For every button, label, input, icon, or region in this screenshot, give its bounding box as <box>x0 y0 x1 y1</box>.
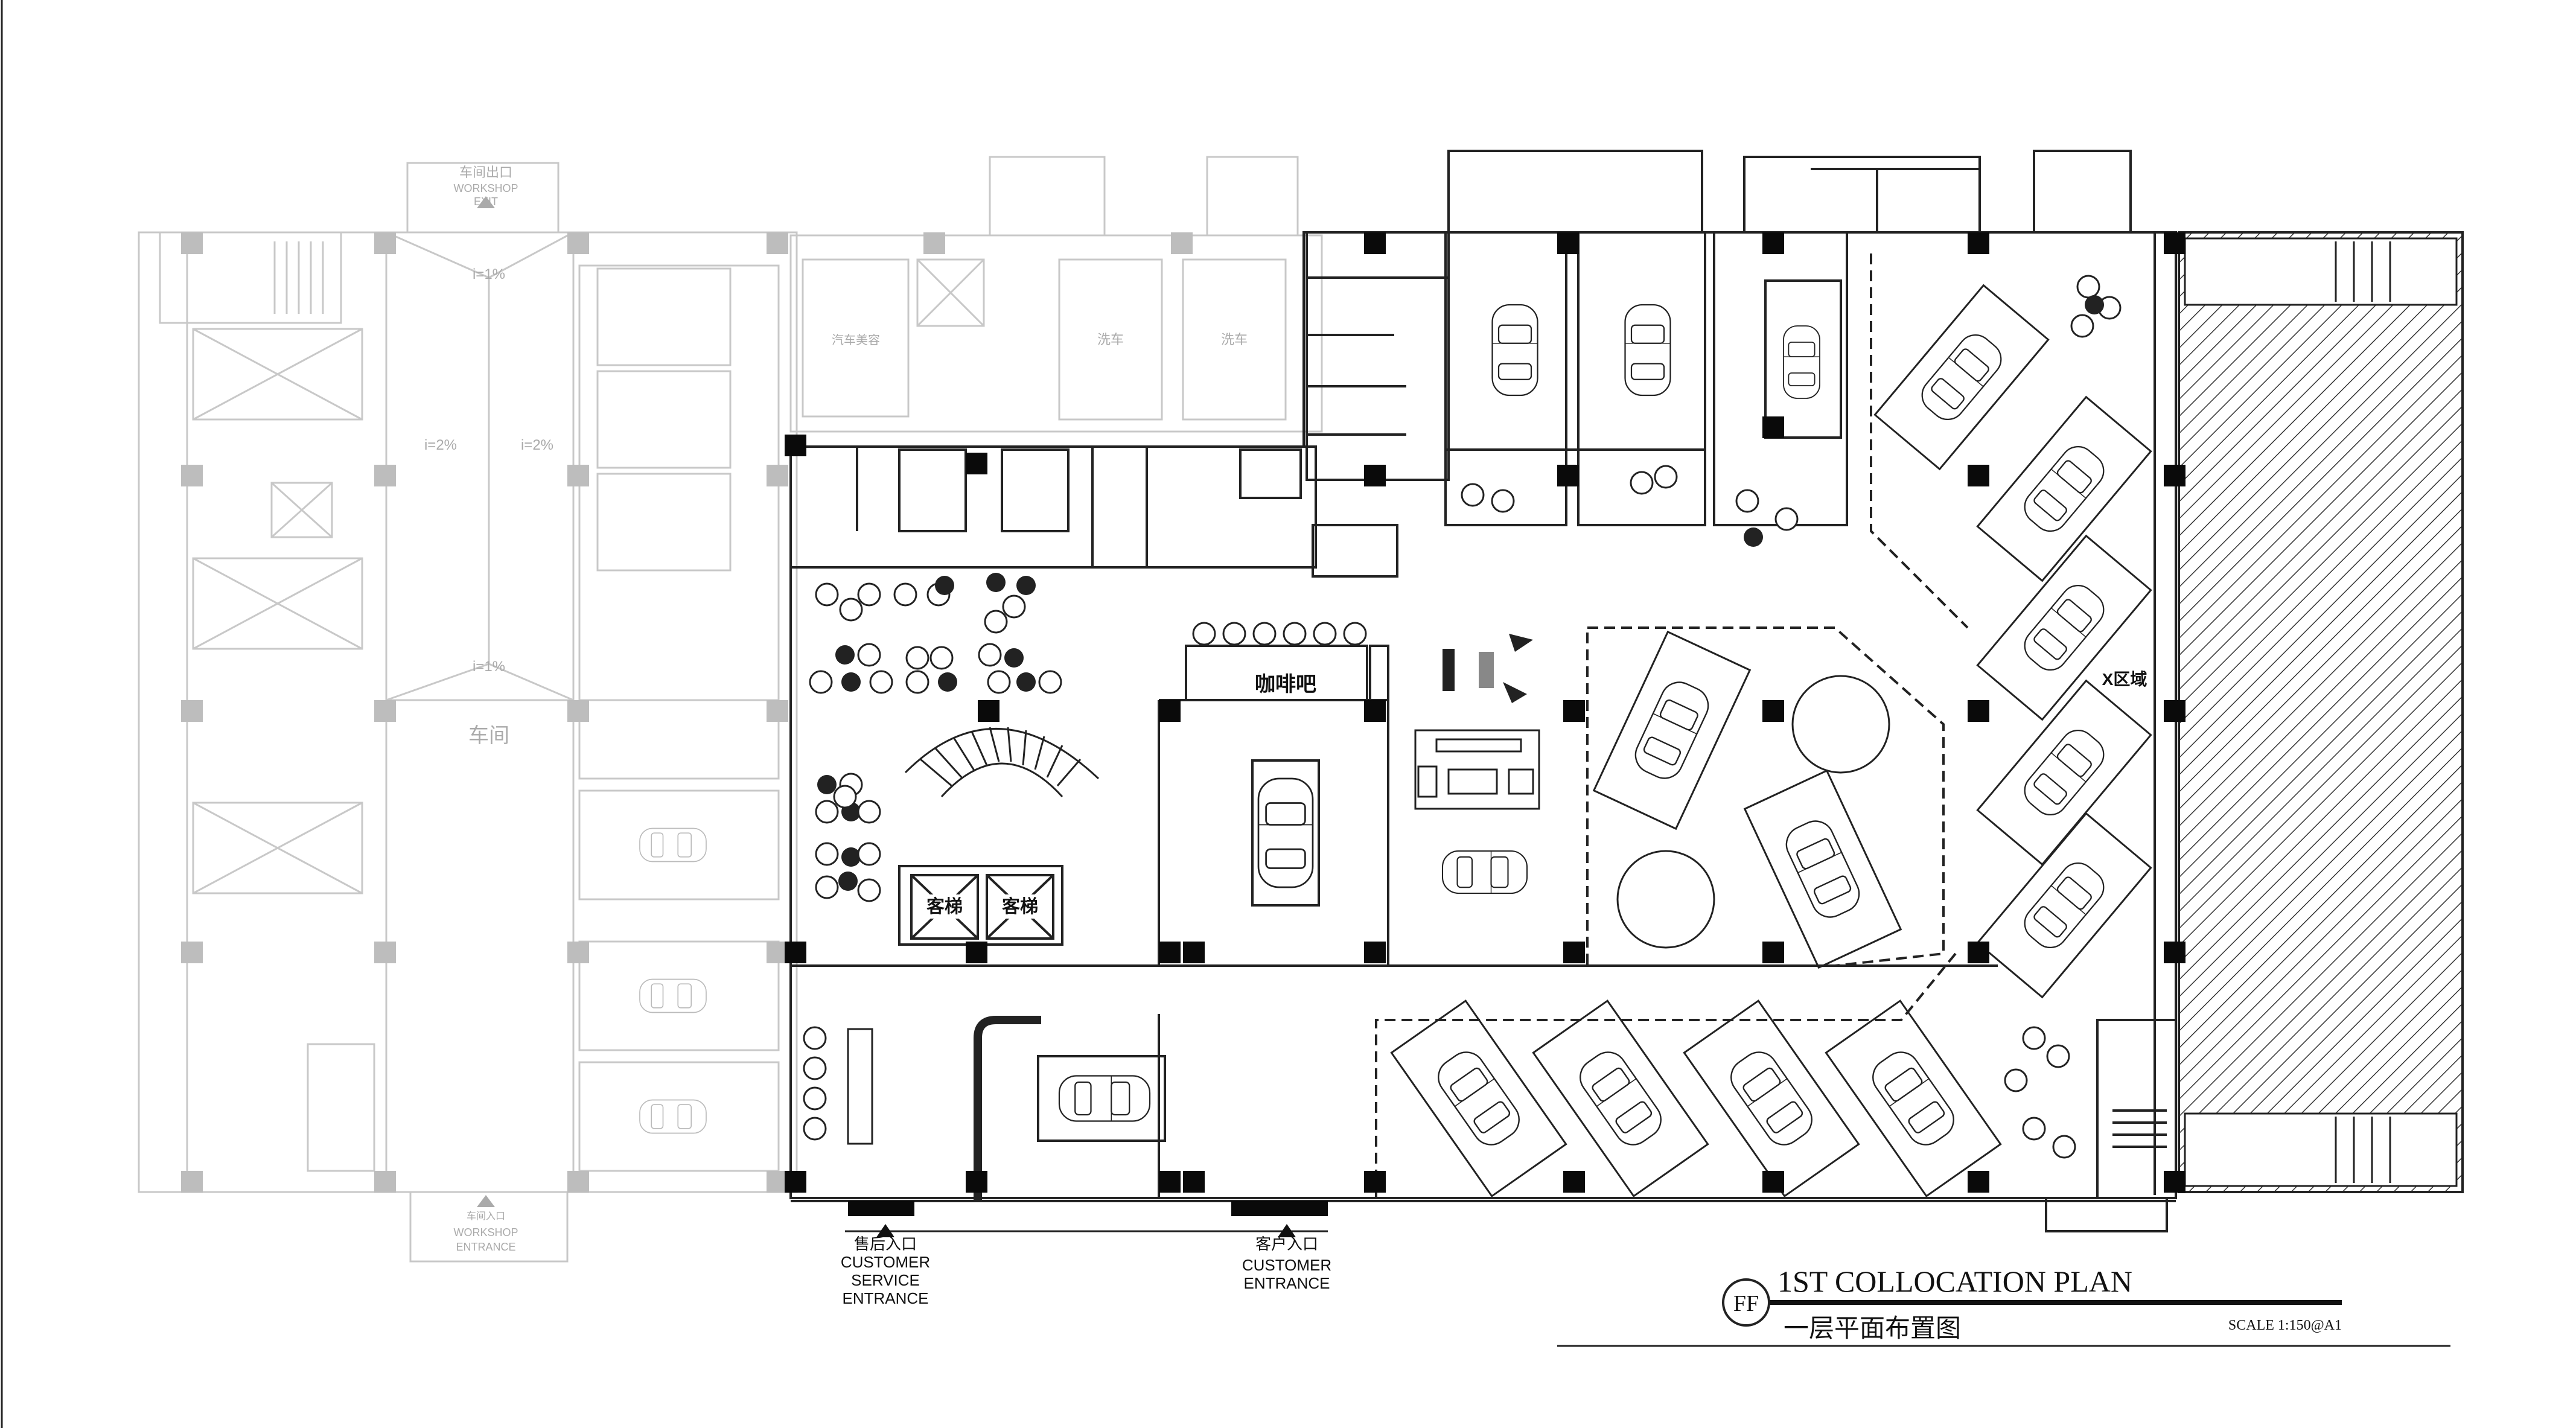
elevator-label-1: 客梯 <box>926 896 963 917</box>
car-beauty-label: 汽车美容 <box>832 333 880 347</box>
structural-columns <box>785 232 2185 1216</box>
slope-label-2: i=2% <box>424 437 457 453</box>
customer-service-entrance-cn: 售后入口 <box>854 1235 917 1253</box>
workshop-entrance-en-1: WORKSHOP <box>453 1226 518 1238</box>
slope-label-4: i=1% <box>473 658 505 675</box>
plan-title-en: 1ST COLLOCATION PLAN <box>1777 1264 2132 1298</box>
workshop-exit-en-1: WORKSHOP <box>453 182 518 194</box>
customer-service-entrance-en-1: CUSTOMER <box>841 1253 930 1271</box>
customer-entrance-en-2: ENTRANCE <box>1243 1274 1330 1292</box>
workshop-exit-cn: 车间出口 <box>459 165 512 180</box>
car-wash-label-1: 洗车 <box>1097 332 1124 347</box>
workshop-entrance-en-2: ENTRANCE <box>456 1241 515 1253</box>
customer-entrance-en-1: CUSTOMER <box>1242 1256 1331 1274</box>
plan-title-cn: 一层平面布置图 <box>1784 1315 1961 1343</box>
title-block: FF 1ST COLLOCATION PLAN 一层平面布置图 SCALE 1:… <box>1557 1264 2450 1347</box>
title-badge: FF <box>1733 1291 1759 1316</box>
title-badge-circle <box>1722 1278 1770 1327</box>
curved-staircase <box>904 727 1100 798</box>
elevator-label-2: 客梯 <box>1002 896 1038 917</box>
customer-service-entrance-en-3: ENTRANCE <box>842 1289 928 1307</box>
customer-entrance-cn: 客户入口 <box>1255 1235 1318 1253</box>
slope-label-3: i=2% <box>521 437 553 453</box>
slope-label-1: i=1% <box>473 266 505 282</box>
hatched-block <box>2178 231 2464 1193</box>
car-wash-label-2: 洗车 <box>1221 332 1248 347</box>
plan-scale: SCALE 1:150@A1 <box>2228 1318 2342 1333</box>
x-zone-label: X区域 <box>2102 670 2147 689</box>
workshop-entrance-cn: 车间入口 <box>467 1211 505 1222</box>
customer-service-entrance-en-2: SERVICE <box>851 1271 920 1289</box>
workshop-area-label: 车间 <box>468 724 509 747</box>
coffee-bar-label: 咖啡吧 <box>1255 673 1316 696</box>
